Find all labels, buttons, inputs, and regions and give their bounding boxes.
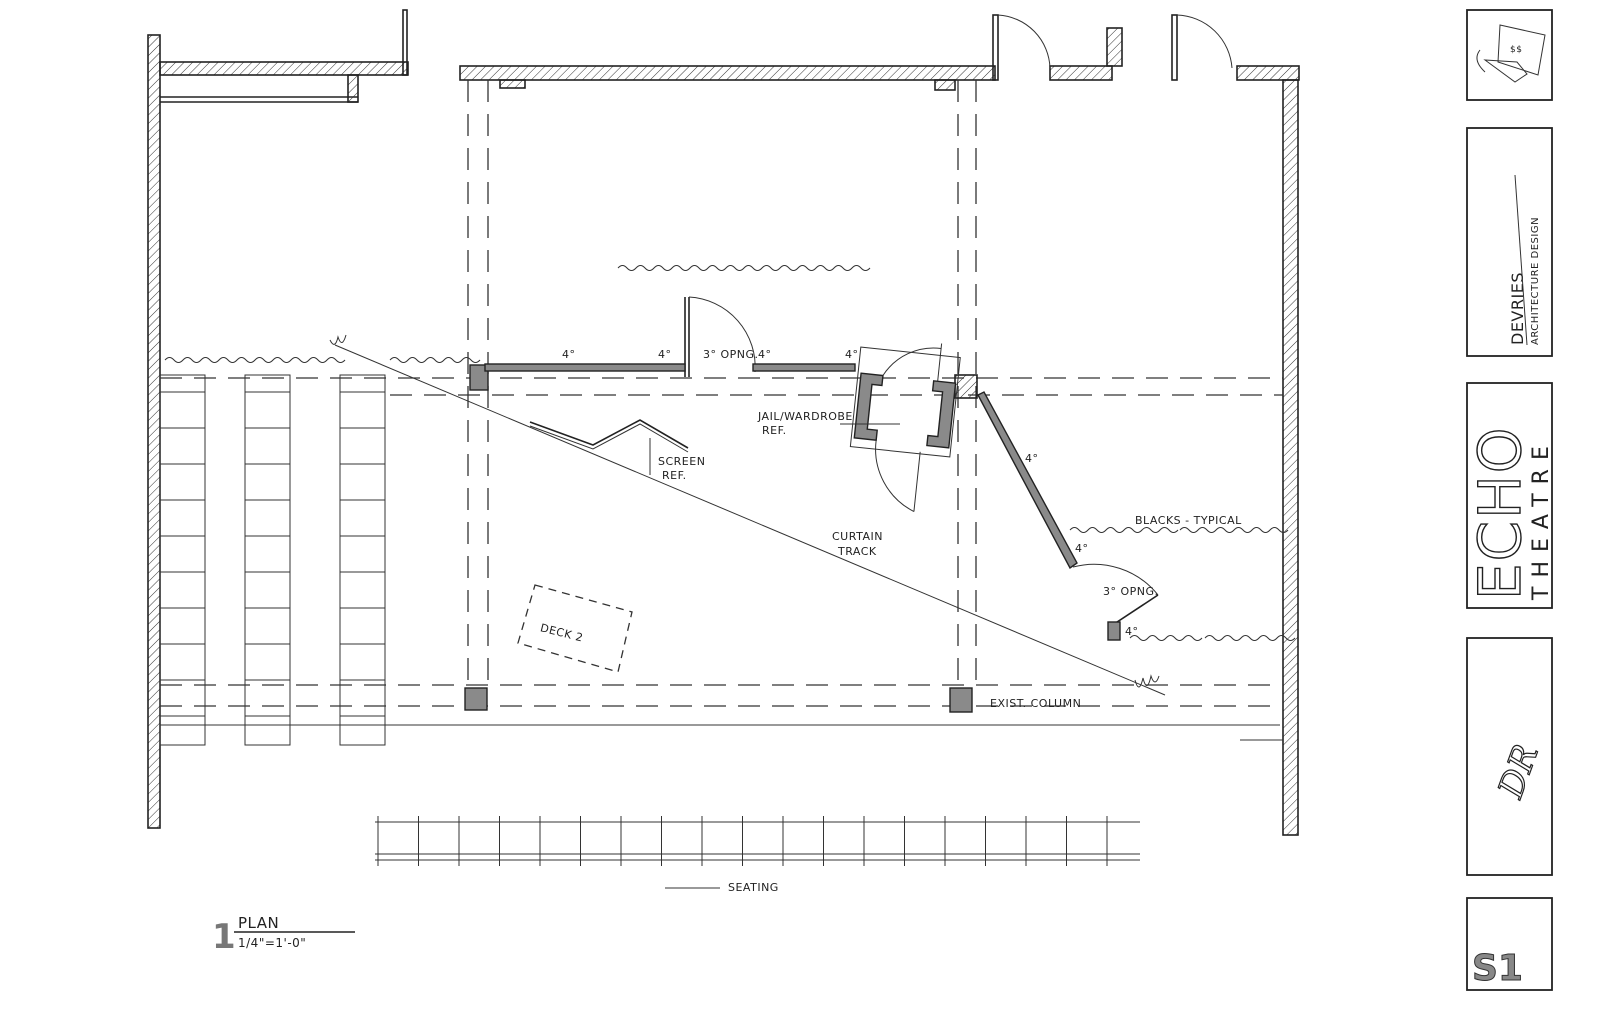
dimension-label: 4° — [758, 348, 772, 361]
door-swings — [684, 14, 1233, 629]
drawing-number: 1 — [212, 917, 236, 957]
deck-label: DECK 2 — [539, 621, 585, 644]
wavy-curtain-line — [1179, 527, 1289, 533]
blacks-curtains — [164, 265, 1296, 641]
firm-name: DEVRIES — [1508, 272, 1527, 345]
deck — [517, 584, 633, 673]
partition-walls — [484, 363, 1121, 641]
seating-riser — [375, 816, 1140, 866]
dimension-label: 4° — [845, 348, 859, 361]
curtain-track-label: TRACK — [837, 545, 877, 558]
drawing-name: PLAN — [238, 914, 279, 932]
wavy-curtain-line — [1069, 527, 1179, 533]
drawing-title: 1 PLAN 1/4"=1'-0" — [212, 914, 355, 957]
dimension-label: 4° — [562, 348, 576, 361]
screen — [529, 419, 689, 449]
title-block: $$ DEVRIES ARCHITECTURE DESIGN ECHO THEA… — [1465, 9, 1554, 991]
wavy-curtain-line — [389, 357, 481, 363]
column — [464, 687, 488, 711]
drawing-scale: 1/4"=1'-0" — [238, 936, 306, 950]
dashed-lines — [160, 80, 1283, 741]
opening-label: 3° OPNG. — [1103, 585, 1159, 598]
wavy-curtain-line — [164, 357, 346, 363]
seating-tiers — [159, 374, 386, 746]
project-subtitle: THEATRE — [1529, 437, 1554, 601]
sketch-logo-icon: $$ — [1476, 24, 1546, 83]
screen-label: SCREEN — [658, 455, 705, 468]
column-label: EXIST. COLUMN — [990, 697, 1081, 710]
firm-subtitle: ARCHITECTURE DESIGN — [1530, 217, 1541, 345]
seating-label: SEATING — [728, 881, 779, 894]
seating-tier — [339, 374, 386, 746]
exterior-walls — [147, 9, 1300, 836]
seating-tier — [159, 374, 206, 746]
jail-wardrobe-unit — [849, 343, 961, 512]
dimension-label: 4° — [1125, 625, 1139, 638]
curtain-label: CURTAIN — [832, 530, 883, 543]
curtain-track — [334, 344, 1166, 696]
project-logo: ECHO — [1466, 426, 1534, 600]
wavy-curtain-line — [1204, 635, 1296, 641]
jail-wardrobe-ref-label: REF. — [762, 424, 787, 437]
wavy-curtain-line — [1129, 635, 1203, 641]
jail-wardrobe-label: JAIL/WARDROBE — [757, 410, 853, 423]
screen-ref-label: REF. — [662, 469, 687, 482]
dimension-label: 4° — [1025, 452, 1039, 465]
initials: DR — [1491, 740, 1547, 804]
dimension-label: 4° — [1075, 542, 1089, 555]
dimension-label: 4° — [658, 348, 672, 361]
seating-tier — [244, 374, 291, 746]
opening-label: 3° OPNG. — [703, 348, 759, 361]
svg-text:$$: $$ — [1510, 45, 1522, 55]
blacks-label: BLACKS - TYPICAL — [1135, 514, 1242, 527]
sheet-number: S1 — [1472, 948, 1523, 989]
column — [949, 687, 973, 713]
wavy-curtain-line — [617, 265, 871, 271]
